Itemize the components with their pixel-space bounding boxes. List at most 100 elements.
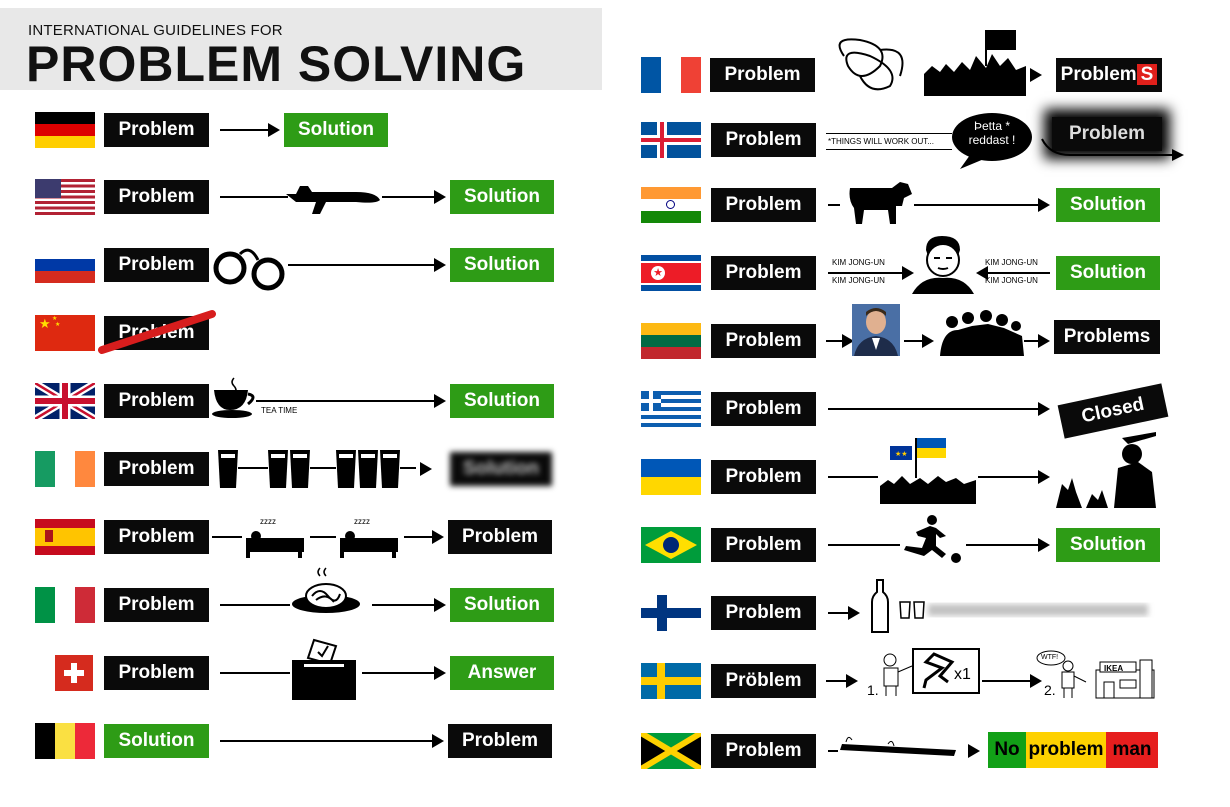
row-finland: Problem bbox=[620, 579, 1220, 638]
flag-france bbox=[641, 57, 701, 93]
kim-jong-un-face-icon bbox=[912, 236, 974, 294]
arrow-head bbox=[434, 394, 446, 408]
solution-label: Solution bbox=[1056, 256, 1160, 290]
flag-india bbox=[641, 187, 701, 223]
flag-spain bbox=[35, 519, 95, 555]
problem-label: Problem bbox=[104, 384, 209, 418]
kim-jong-un-tag-3: KIM JONG-UN bbox=[985, 258, 1038, 267]
row-russia: Problem Solution bbox=[0, 240, 600, 291]
arrow-line bbox=[826, 680, 848, 682]
svg-text:zzzz: zzzz bbox=[354, 517, 370, 526]
flag-iceland bbox=[641, 122, 701, 158]
arrow-head bbox=[1038, 538, 1050, 552]
sleeping-bed-icon-2: zzzz bbox=[340, 517, 398, 558]
arrow-head bbox=[968, 744, 980, 758]
ikea-store-icon bbox=[1095, 659, 1155, 699]
problem-label: Problem bbox=[711, 256, 816, 290]
arrow-head bbox=[432, 734, 444, 748]
solution-label: Solution bbox=[450, 384, 554, 418]
sleeping-bed-icon: zzzz bbox=[246, 517, 304, 558]
wtf-bubble bbox=[1036, 650, 1066, 666]
flag-brazil bbox=[641, 527, 701, 563]
arrow-line bbox=[904, 340, 924, 342]
arrow-line bbox=[982, 680, 1032, 682]
problem-label: Problem bbox=[104, 113, 209, 147]
flag-jamaica bbox=[641, 733, 701, 769]
result-problems-label: Problems bbox=[1054, 320, 1160, 354]
flag-italy bbox=[35, 587, 95, 623]
flag-ireland bbox=[35, 451, 95, 487]
multiplier-label: x1 bbox=[954, 666, 971, 683]
flag-russia bbox=[35, 247, 95, 283]
arrow-head bbox=[1038, 334, 1050, 348]
flag-uk bbox=[35, 383, 95, 419]
problem-label: Problem bbox=[104, 588, 209, 622]
arrow-head bbox=[1038, 198, 1050, 212]
row-usa: Problem Solution bbox=[0, 172, 600, 222]
ikea-text: IKEA bbox=[1104, 664, 1124, 673]
solution-label: Solution bbox=[1056, 188, 1160, 222]
politician-portrait-icon bbox=[852, 304, 900, 356]
problem-label: Problem bbox=[104, 520, 209, 554]
closed-sign-label: Closed bbox=[1057, 383, 1169, 439]
svg-text:zzzz: zzzz bbox=[260, 517, 276, 526]
arrow-line bbox=[828, 476, 878, 478]
bubble-line-2: reddast ! bbox=[968, 133, 1016, 147]
arrow-line bbox=[382, 196, 436, 198]
answer-label: Answer bbox=[450, 656, 554, 690]
problem-label: Problem bbox=[711, 596, 816, 630]
man-word: man bbox=[1106, 732, 1158, 768]
step-2-label: 2. bbox=[1044, 682, 1056, 698]
spaghetti-plate-icon bbox=[292, 567, 360, 613]
football-player-icon bbox=[904, 515, 961, 563]
flag-germany bbox=[35, 112, 95, 148]
arrow-head bbox=[434, 258, 446, 272]
dotted-line bbox=[826, 133, 952, 134]
vodka-bottle-icon bbox=[871, 579, 889, 633]
flag-lithuania bbox=[641, 323, 701, 359]
arrow-head bbox=[420, 462, 432, 476]
arrow-head bbox=[922, 334, 934, 348]
row-brazil: Problem Solution bbox=[620, 515, 1220, 570]
arrow-line bbox=[978, 476, 1038, 478]
arrow-head bbox=[1030, 674, 1042, 688]
flag-sweden bbox=[641, 663, 701, 699]
arrow-line bbox=[310, 536, 336, 538]
arrow-line bbox=[828, 612, 850, 614]
tangle-and-protest-icon bbox=[838, 30, 1026, 96]
arrow-line bbox=[828, 272, 908, 274]
arrow-head-left bbox=[976, 266, 988, 280]
row-spain: Problem zzzz zzzz Problem bbox=[0, 512, 600, 562]
arrow-line bbox=[220, 196, 288, 198]
result-suffix: S bbox=[1136, 64, 1158, 85]
beer-glasses-icon bbox=[218, 450, 416, 488]
arrow-line bbox=[828, 544, 900, 546]
result-problem-text: Problem bbox=[1060, 64, 1137, 85]
header-subtitle: INTERNATIONAL GUIDELINES FOR bbox=[28, 22, 283, 39]
row-north-korea: ★ Problem KIM JONG-UN KIM JONG-UN KIM JO… bbox=[620, 236, 1220, 298]
bubble-line-1: Þetta * bbox=[973, 119, 1011, 133]
problem-label: Problem bbox=[711, 324, 816, 358]
row-china: ★ ★ ★ Problem bbox=[0, 308, 600, 358]
row-jamaica: Problem No problem man bbox=[620, 726, 1220, 776]
drone-icon bbox=[286, 186, 380, 214]
arrow-line bbox=[914, 204, 1040, 206]
arrow-head bbox=[434, 598, 446, 612]
wtf-text: WTF! bbox=[1041, 654, 1059, 661]
flag-north-korea: ★ bbox=[641, 255, 701, 291]
blurred-solution-label: Solution bbox=[450, 452, 552, 486]
problem-label: Problem bbox=[104, 452, 209, 486]
flag-china: ★ ★ ★ bbox=[35, 315, 95, 351]
arrow-line bbox=[212, 536, 242, 538]
problem-label: Problem bbox=[711, 123, 816, 157]
row-uk: Problem TEA TIME Solution bbox=[0, 376, 600, 426]
solution-label: Solution bbox=[450, 248, 554, 282]
no-problem-man-label: No problem man bbox=[988, 732, 1158, 768]
arrow-line bbox=[966, 544, 1040, 546]
arrow-head bbox=[902, 266, 914, 280]
kim-jong-un-tag: KIM JONG-UN bbox=[832, 258, 885, 267]
arrow-line bbox=[404, 536, 434, 538]
joint-icon bbox=[840, 736, 956, 756]
problem-label: Problem bbox=[710, 58, 815, 92]
